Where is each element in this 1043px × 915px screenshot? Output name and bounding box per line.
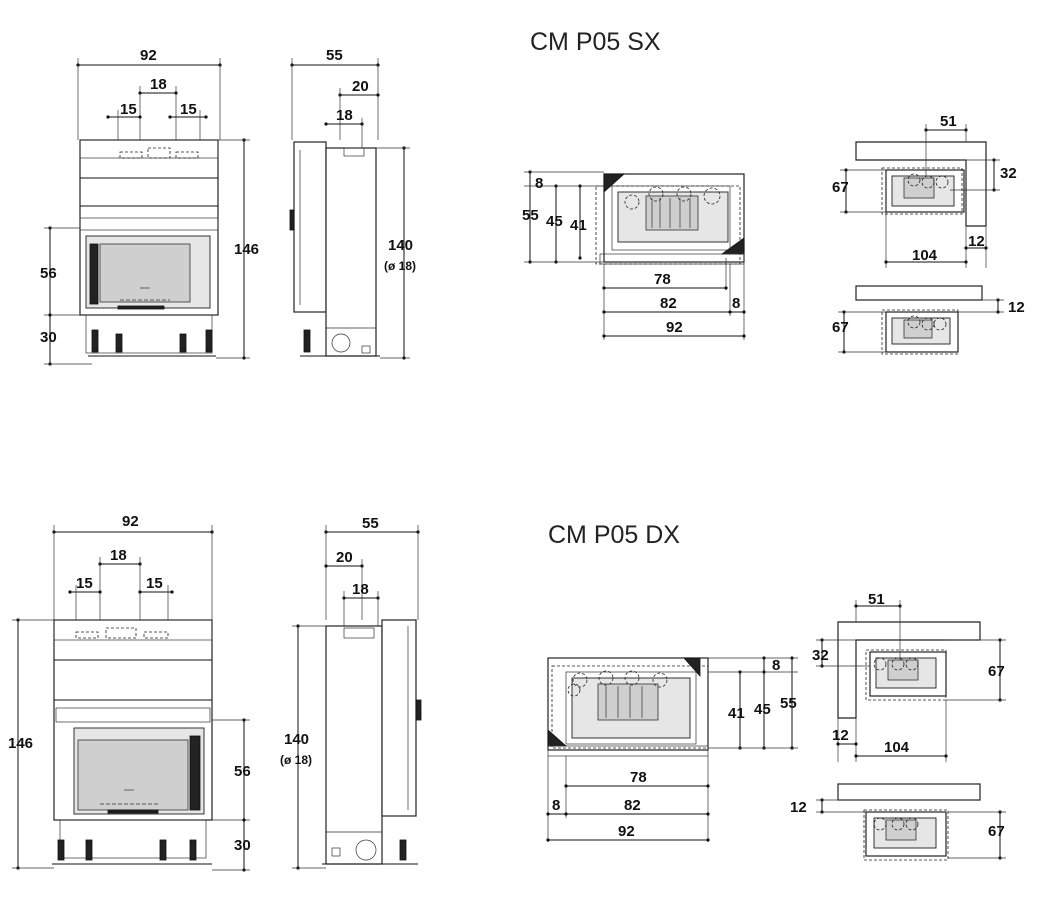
top-front-feet: 30 (40, 329, 57, 346)
top-front-left15: 15 (120, 101, 137, 118)
bottom-plan-view: 8 41 45 55 78 8 82 92 (546, 656, 798, 842)
top-front-inner: 18 (150, 76, 167, 93)
bottom-small-d12: 12 (790, 799, 807, 816)
top-plan-d45: 45 (546, 213, 563, 230)
bottom-side-height: 140 (284, 731, 309, 748)
top-plan-w8: 8 (732, 295, 740, 312)
bottom-side-d18: 18 (352, 581, 369, 598)
bottom-corner-d104: 104 (884, 739, 910, 756)
bottom-corner-d51: 51 (868, 591, 885, 608)
top-corner-view: 51 32 67 104 12 (832, 113, 1017, 268)
top-small-view: 12 67 (832, 285, 1025, 355)
top-plan-d55: 55 (522, 207, 539, 224)
top-corner-d32: 32 (1000, 165, 1017, 182)
bottom-side-depth: 55 (362, 515, 379, 532)
top-plan-d8: 8 (535, 175, 543, 192)
top-front-view: 92 18 15 15 (40, 47, 259, 366)
bottom-corner-view: 51 32 67 12 104 (812, 591, 1006, 762)
bottom-plan-w92: 92 (618, 823, 635, 840)
bottom-small-d67: 67 (988, 823, 1005, 840)
top-side-flue: (ø 18) (384, 259, 416, 273)
bottom-small-view: 12 67 (790, 783, 1006, 861)
bottom-front-feet: 30 (234, 837, 251, 854)
bottom-plan-w78: 78 (630, 769, 647, 786)
top-front-right15: 15 (180, 101, 197, 118)
top-side-d18: 18 (336, 107, 353, 124)
bottom-corner-d67: 67 (988, 663, 1005, 680)
bottom-front-inner: 18 (110, 547, 127, 564)
top-side-height: 140 (388, 237, 413, 254)
bottom-side-view: 55 20 18 140 (ø 18) (280, 515, 422, 870)
bottom-plan-d55: 55 (780, 695, 797, 712)
bottom-front-right15: 15 (146, 575, 163, 592)
top-plan-w82: 82 (660, 295, 677, 312)
top-corner-d104: 104 (912, 247, 938, 264)
bottom-corner-d32: 32 (812, 647, 829, 664)
top-plan-w92: 92 (666, 319, 683, 336)
top-corner-d67: 67 (832, 179, 849, 196)
bottom-plan-w82: 82 (624, 797, 641, 814)
bottom-plan-w8: 8 (552, 797, 560, 814)
top-side-d20: 20 (352, 78, 369, 95)
bottom-plan-d41: 41 (728, 705, 745, 722)
top-plan-w78: 78 (654, 271, 671, 288)
top-small-d12: 12 (1008, 299, 1025, 316)
top-front-door: 56 (40, 265, 57, 282)
top-corner-d12: 12 (968, 233, 985, 250)
top-small-d67: 67 (832, 319, 849, 336)
bottom-side-flue: (ø 18) (280, 753, 312, 767)
top-front-height: 146 (234, 241, 259, 258)
bottom-plan-d45: 45 (754, 701, 771, 718)
bottom-plan-d8: 8 (772, 657, 780, 674)
bottom-front-width: 92 (122, 513, 139, 530)
top-front-width: 92 (140, 47, 157, 64)
bottom-front-door: 56 (234, 763, 251, 780)
top-side-depth: 55 (326, 47, 343, 64)
top-side-view: 55 20 18 140 (ø 18) (289, 47, 416, 360)
title-dx: CM P05 DX (548, 521, 680, 549)
top-corner-d51: 51 (940, 113, 957, 130)
top-plan-d41: 41 (570, 217, 587, 234)
bottom-front-height: 146 (8, 735, 33, 752)
title-sx: CM P05 SX (530, 28, 661, 56)
bottom-corner-d12: 12 (832, 727, 849, 744)
bottom-front-view: 92 18 15 15 146 (8, 513, 251, 872)
bottom-front-left15: 15 (76, 575, 93, 592)
top-plan-view: 8 55 45 41 78 82 8 92 (522, 170, 746, 340)
bottom-side-d20: 20 (336, 549, 353, 566)
